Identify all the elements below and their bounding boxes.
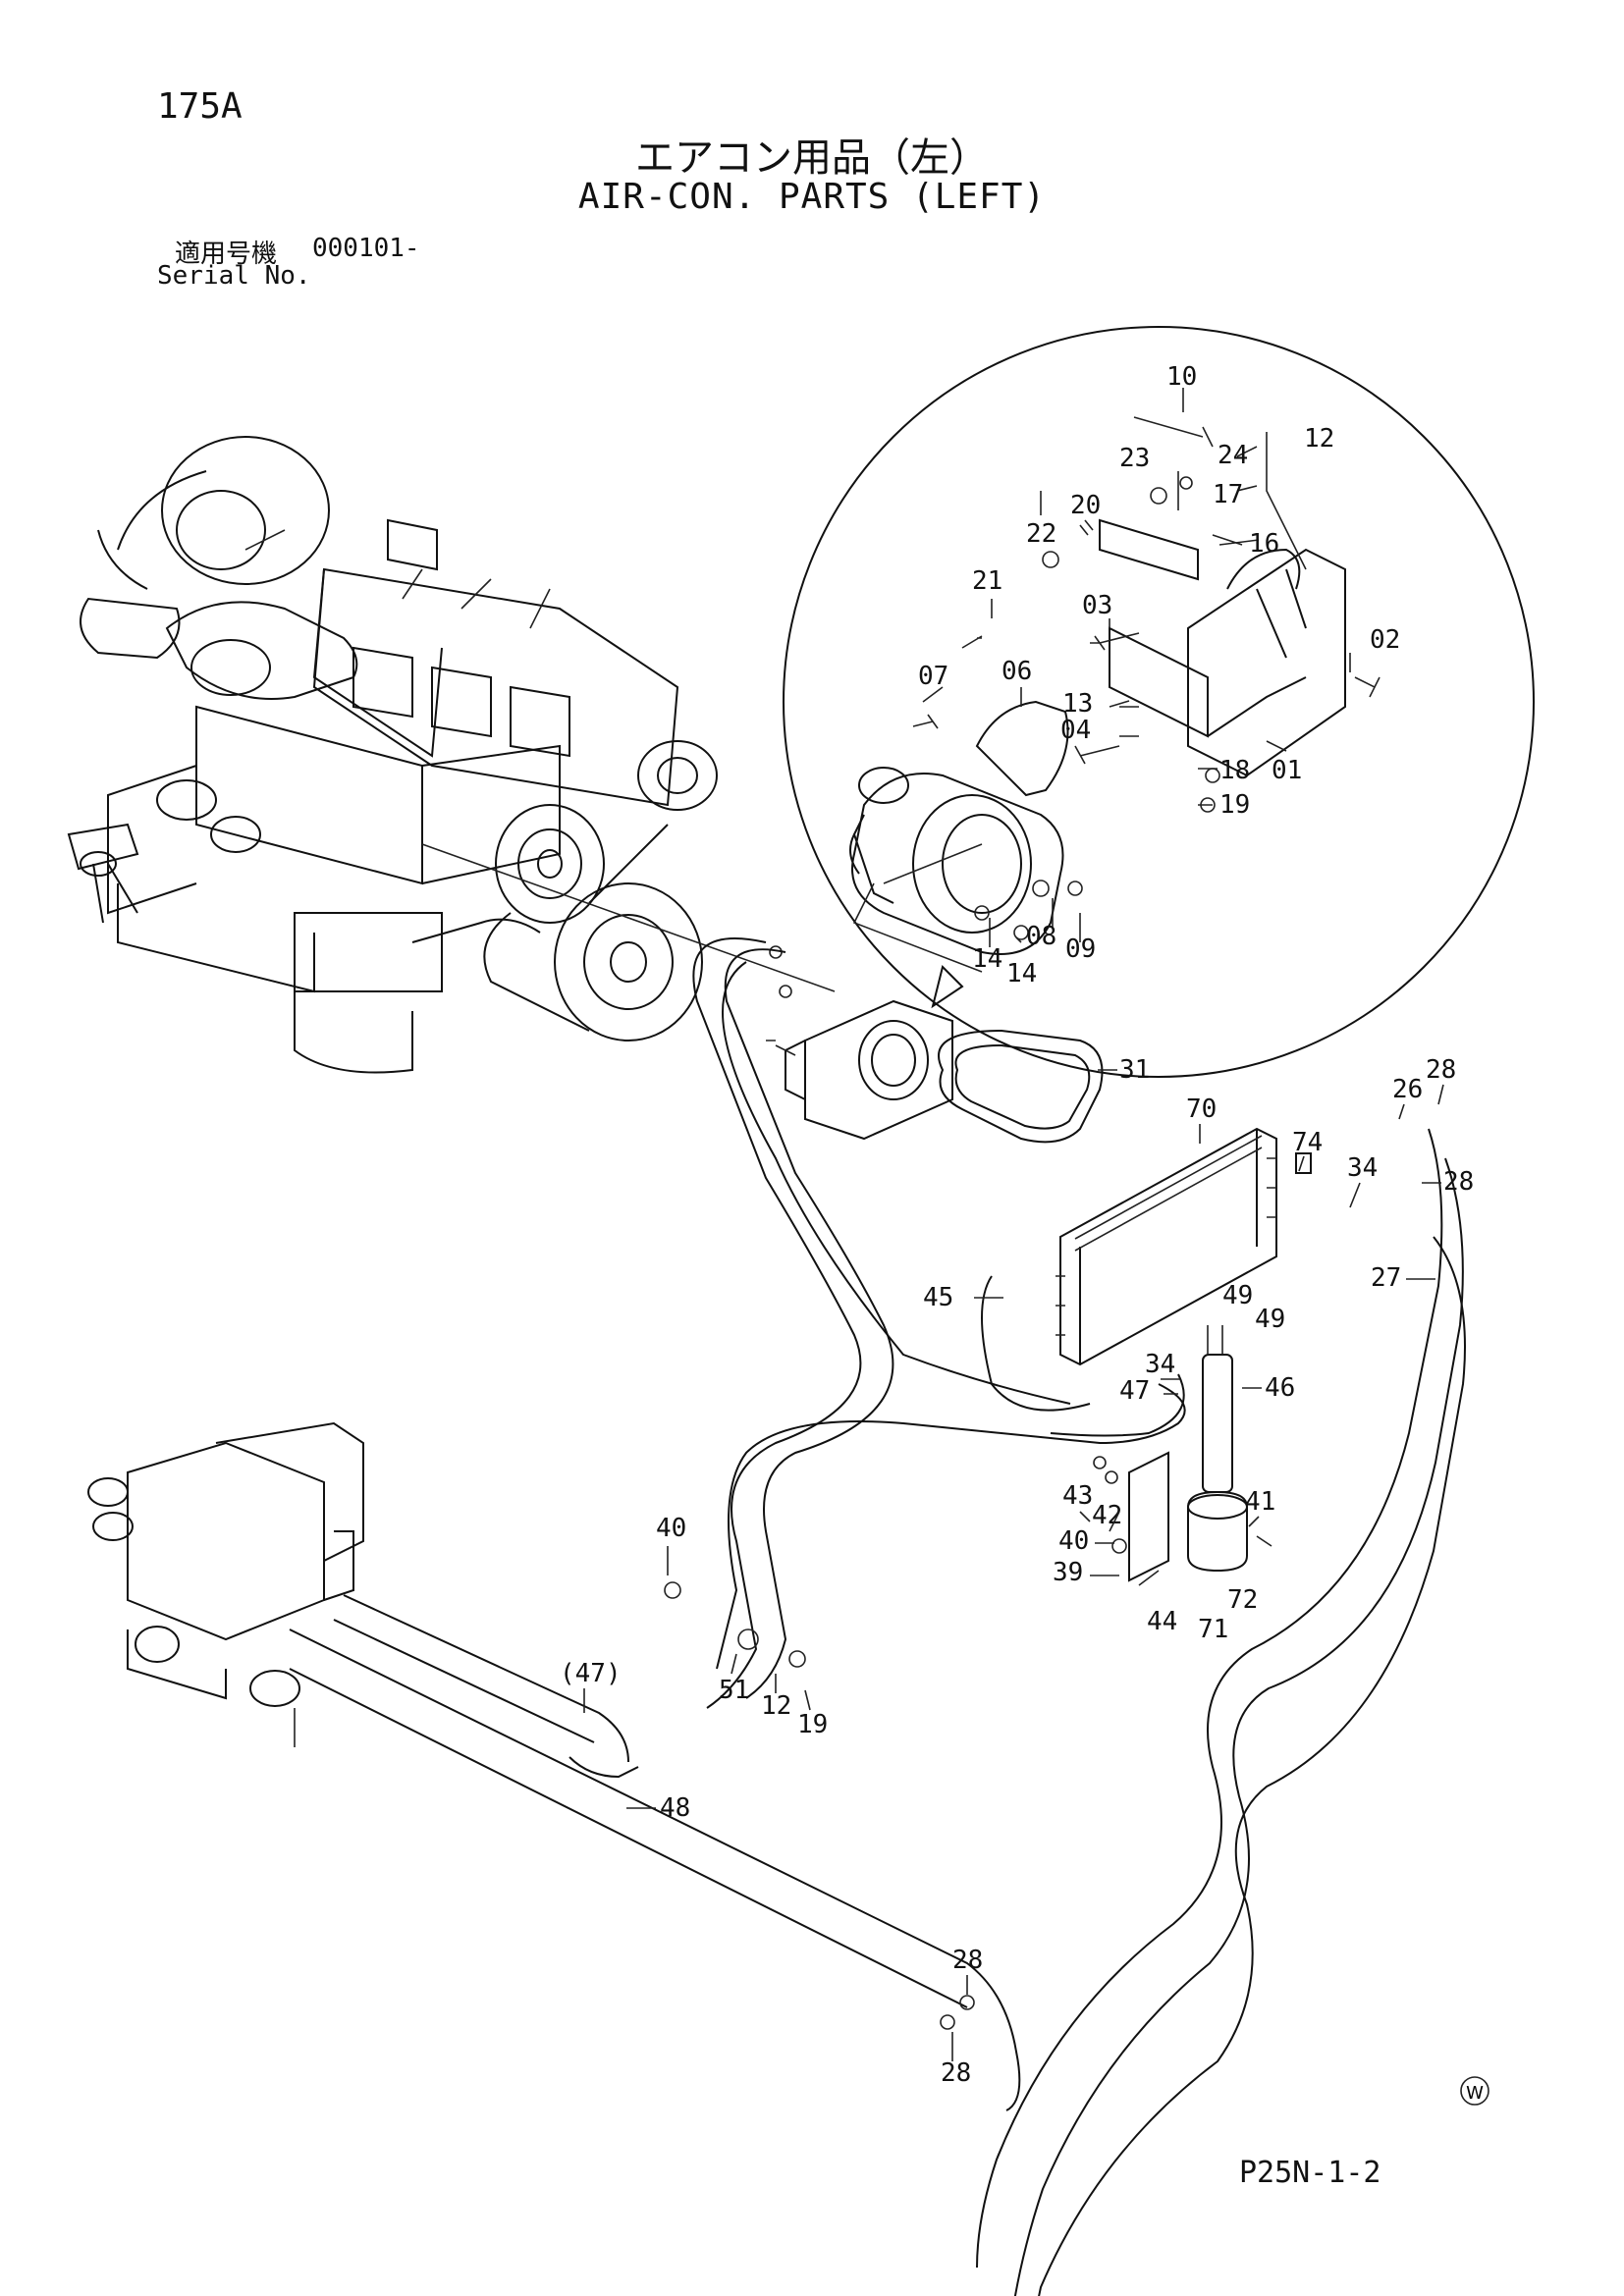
callout-label: 51 <box>719 1676 749 1705</box>
diagram-code: P25N-1-2 <box>1239 2156 1381 2190</box>
callout-label: 31 <box>1119 1055 1150 1085</box>
callout-label: 03 <box>1082 591 1112 620</box>
callout-label: (47) <box>560 1659 622 1688</box>
callout-label: 72 <box>1227 1585 1258 1615</box>
callout-label: 21 <box>972 566 1002 596</box>
callout-label: 06 <box>1001 657 1032 686</box>
serial-label-japanese: 適用号機 <box>175 240 278 269</box>
callout-label: 19 <box>1219 790 1250 820</box>
callout-label: 48 <box>660 1793 690 1823</box>
page-title-japanese: エアコン用品（左） <box>635 135 989 181</box>
callout-label: 71 <box>1198 1615 1228 1644</box>
serial-label-english: Serial No. <box>157 261 311 291</box>
callout-label: 17 <box>1213 480 1243 509</box>
callout-label: 10 <box>1166 362 1197 392</box>
callout-label: 22 <box>1026 519 1056 549</box>
callout-label: 18 <box>1219 756 1250 785</box>
callout-label: 28 <box>952 1946 983 1975</box>
callout-label: 41 <box>1245 1487 1275 1517</box>
callout-label: 09 <box>1065 934 1096 964</box>
callout-label: 43 <box>1062 1481 1093 1511</box>
callout-label: 16 <box>1249 529 1279 559</box>
callout-label: 45 <box>923 1283 953 1312</box>
callout-label: 13 <box>1062 689 1093 719</box>
callout-label: 23 <box>1119 444 1150 473</box>
callout-label: 14 <box>972 944 1002 974</box>
ac-compressor-icon <box>766 945 953 1141</box>
callout-label: 28 <box>1443 1167 1474 1197</box>
callout-label: 44 <box>1147 1607 1177 1636</box>
callout-leader-lines <box>583 1069 1444 2061</box>
callout-label: 27 <box>1371 1263 1401 1293</box>
callout-label: 28 <box>941 2058 971 2088</box>
callout-label: 70 <box>1186 1095 1217 1124</box>
main-callouts: 31 70 74 34 26 28 28 27 45 49 49 34 47 4… <box>560 1055 1474 2088</box>
serial-number-range: 000101- <box>312 234 420 263</box>
callout-label: 07 <box>918 662 948 691</box>
detail-callouts: 10 12 23 24 17 20 16 22 21 03 02 07 06 1… <box>918 362 1400 988</box>
callout-label: 24 <box>1218 441 1248 470</box>
callout-label: 08 <box>1026 922 1056 951</box>
page-number: 175A <box>157 86 243 127</box>
watermark-symbol: W <box>1460 2076 1489 2106</box>
callout-label: 47 <box>1119 1376 1150 1406</box>
callout-label: 46 <box>1265 1373 1295 1403</box>
heater-unit-icon <box>87 1421 364 1747</box>
callout-label: 74 <box>1292 1128 1323 1157</box>
callout-label: 26 <box>1392 1075 1423 1104</box>
callout-label: 40 <box>1058 1526 1089 1556</box>
engine-assembly-icon <box>67 436 718 1074</box>
page-title-english: AIR-CON. PARTS (LEFT) <box>577 177 1047 217</box>
compressor-bracket-detail <box>849 388 1380 973</box>
callout-label: 12 <box>761 1691 791 1721</box>
callout-label: 34 <box>1145 1350 1175 1379</box>
callout-label: 40 <box>656 1514 686 1543</box>
callout-label: 28 <box>1426 1055 1456 1085</box>
callout-label: 39 <box>1053 1558 1083 1587</box>
callout-label: 01 <box>1272 756 1302 785</box>
drive-belt-icon <box>938 1029 1104 1144</box>
callout-label: 04 <box>1060 716 1091 745</box>
callout-label: 20 <box>1070 491 1101 520</box>
callout-label: 14 <box>1006 959 1037 988</box>
callout-label: 02 <box>1370 625 1400 655</box>
refrigerant-hose-lines <box>289 937 1466 2296</box>
callout-label: 49 <box>1222 1281 1253 1310</box>
receiver-drier-icon <box>1093 1325 1272 1586</box>
callout-label: 34 <box>1347 1153 1378 1183</box>
callout-label: 19 <box>797 1710 828 1739</box>
callout-label: 49 <box>1255 1305 1285 1334</box>
detail-view-circle <box>783 326 1535 1078</box>
condenser-icon <box>1056 1127 1312 1366</box>
watermark-letter: W <box>1466 2083 1484 2104</box>
callout-label: 12 <box>1304 424 1334 454</box>
